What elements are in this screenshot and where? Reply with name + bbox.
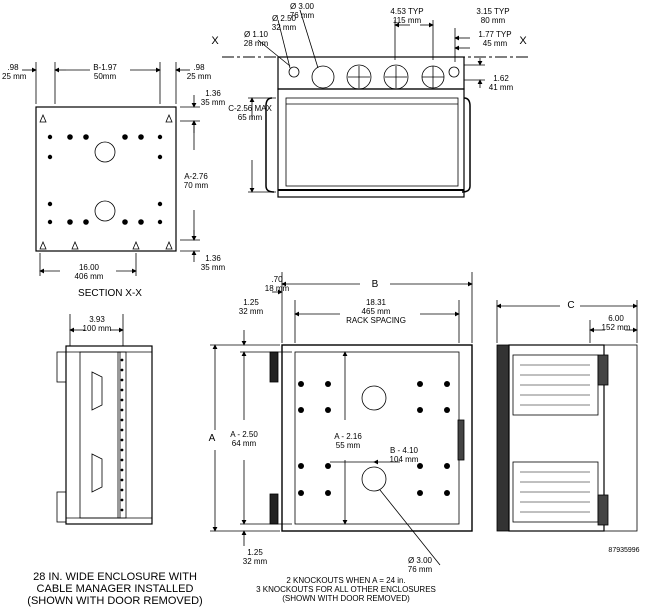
dim-a: A [208,433,216,444]
section-xx-view [22,62,200,276]
section-mark-right: X [519,35,527,47]
section-mark-left: X [211,35,219,47]
dim-c: C [567,300,575,311]
section-xx-title: SECTION X-X [78,288,142,299]
part-number: 87935996 [608,547,640,554]
cable-manager-view [56,314,153,525]
front-view [210,272,473,566]
side-view [496,300,638,532]
dim-b: B [371,279,379,290]
knockout-note: 2 KNOCKOUTS WHEN A = 24 in.3 KNOCKOUTS F… [256,576,436,603]
top-view [222,9,530,198]
